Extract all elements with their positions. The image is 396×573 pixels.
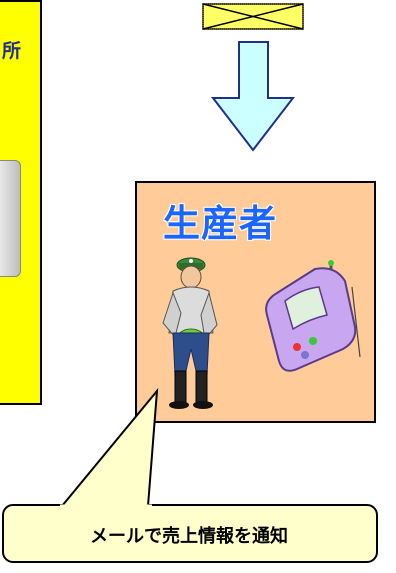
producer-box: 生産者	[135, 181, 376, 423]
crossed-box-icon	[202, 3, 304, 30]
down-arrow-icon	[210, 41, 296, 152]
callout-text: メールで売上情報を通知	[90, 526, 288, 547]
producer-title: 生産者	[163, 202, 277, 245]
panel-partial-label: 所	[2, 40, 22, 62]
farmer-icon	[162, 257, 218, 409]
printer-icon	[0, 160, 21, 277]
mobile-phone-icon	[265, 260, 361, 372]
